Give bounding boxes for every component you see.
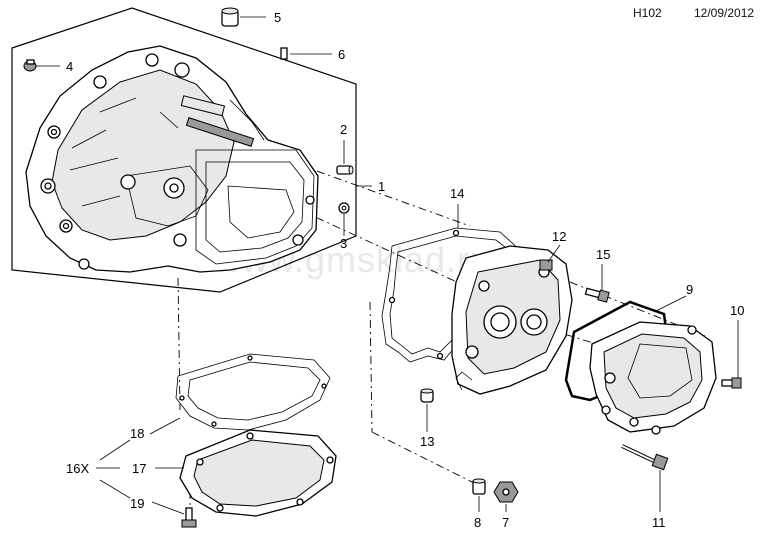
callout-1: 1: [378, 179, 385, 194]
callout-11: 11: [652, 515, 666, 530]
callout-19: 19: [130, 496, 144, 511]
bolt-part-10: [721, 377, 742, 389]
callout-13: 13: [420, 434, 434, 449]
plug-part-13: [420, 388, 434, 403]
callout-12: 12: [552, 229, 566, 244]
callout-labels: 5 6 4 2 1 3 14 12 15 9 10 13 11 8 7 18 1…: [66, 10, 744, 530]
callout-18: 18: [130, 426, 144, 441]
bolt-part-11: [621, 444, 669, 471]
assembly-frame: [11, 7, 357, 293]
callout-7: 7: [502, 515, 509, 530]
bolt-part-15: [584, 287, 610, 303]
nut-part-7: [493, 481, 519, 503]
pin-part-6: [280, 47, 288, 60]
callout-3: 3: [340, 236, 347, 251]
diagram-date: 12/09/2012: [694, 6, 755, 20]
bolt-part-4: [23, 59, 37, 72]
callout-16x: 16X: [66, 461, 89, 476]
sleeve-part-8: [472, 478, 486, 495]
diagram-code: H102: [633, 6, 662, 20]
callout-10: 10: [730, 303, 744, 318]
callout-15: 15: [596, 247, 610, 262]
callout-5: 5: [274, 10, 281, 25]
callout-6: 6: [338, 47, 345, 62]
dowel-part-2: [336, 165, 354, 175]
gasket-part-18: [175, 353, 331, 431]
callout-14: 14: [450, 186, 464, 201]
screw-part-19: [181, 507, 197, 528]
callout-8: 8: [474, 515, 481, 530]
intermediate-housing-part-12: [451, 245, 573, 395]
callout-2: 2: [340, 122, 347, 137]
ring-part-3: [338, 202, 350, 214]
callout-17: 17: [132, 461, 146, 476]
callout-leaders: [36, 16, 739, 515]
callout-9: 9: [686, 282, 693, 297]
cap-part-5: [221, 7, 239, 27]
callout-4: 4: [66, 59, 73, 74]
oil-pan-part-17: [179, 429, 337, 517]
transmission-housing: [25, 45, 319, 273]
end-cover: [589, 321, 717, 435]
